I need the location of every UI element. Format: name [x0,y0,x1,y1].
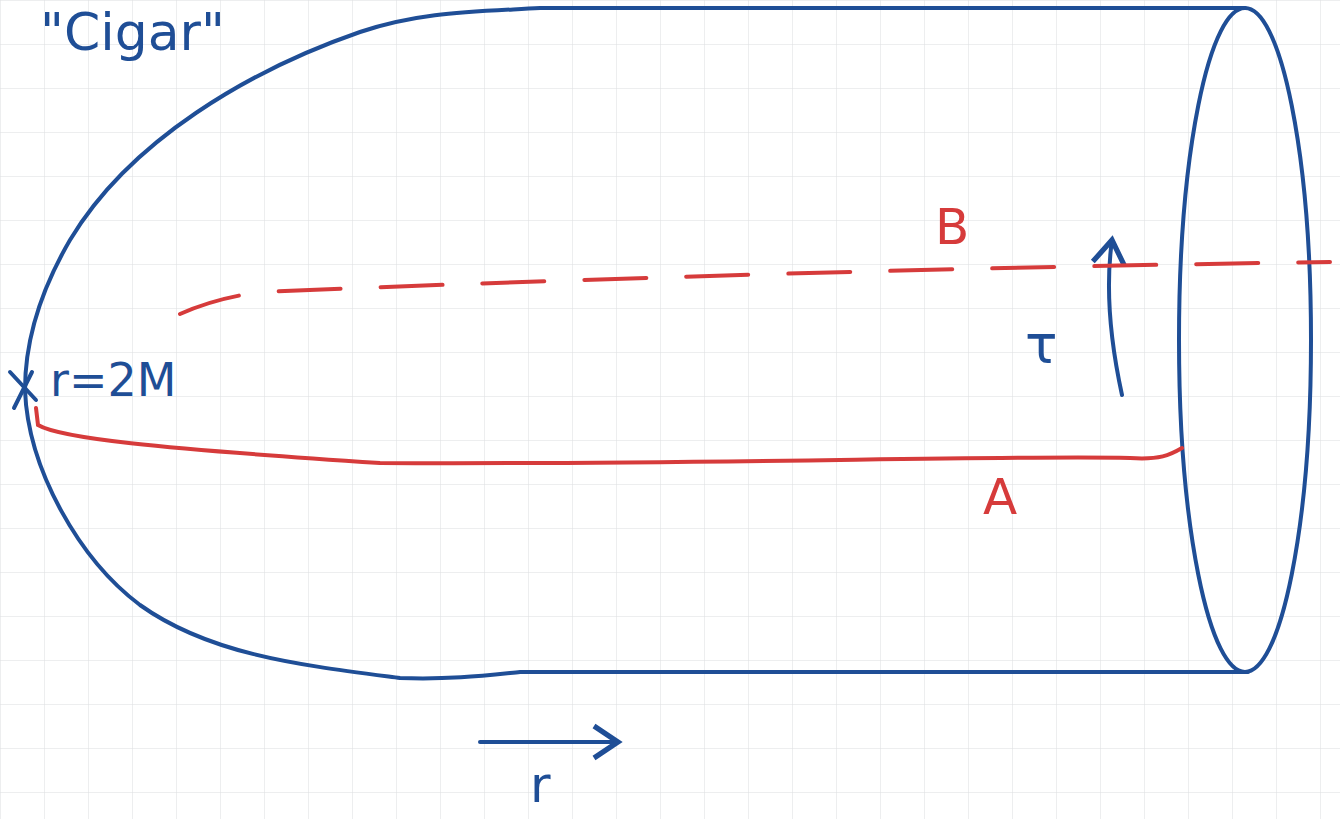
cigar-outline [25,8,1248,678]
path-label: A [983,472,1017,522]
axis-label: τ [1025,318,1058,372]
path-label: B [935,202,969,252]
title-note: "Cigar" [40,6,225,58]
r-arrow [480,740,618,744]
axis-label: r [530,760,551,810]
cross-mark [10,372,36,408]
geodesic-a [36,408,1182,463]
geodesic-b [180,262,1330,314]
tau-arrow [1109,240,1122,395]
horizon-label: r=2M [50,357,176,403]
end-circle [1179,8,1311,672]
